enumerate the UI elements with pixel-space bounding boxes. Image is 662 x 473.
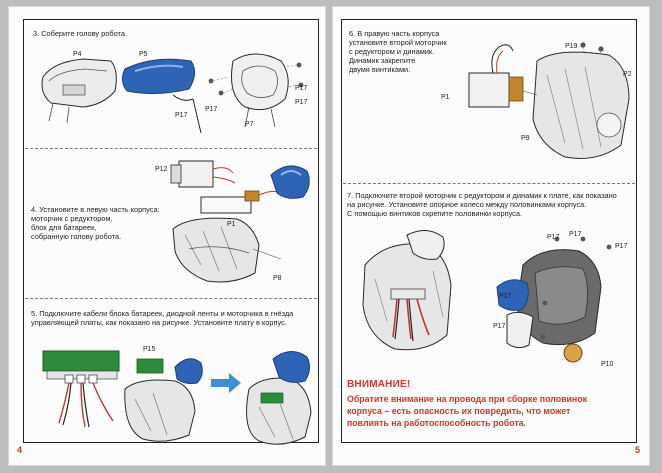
- label-p1: P1: [441, 94, 450, 101]
- left-page-frame: [23, 19, 319, 443]
- label-p17: P17: [295, 85, 308, 92]
- right-page-frame: [341, 19, 637, 443]
- label-p1: P1: [227, 221, 236, 228]
- page-number: 5: [635, 445, 641, 455]
- step7-assembly-illustration: [362, 230, 612, 363]
- step3-head-illustration: [41, 53, 304, 134]
- label-p15: P15: [143, 346, 156, 353]
- label-p12: P12: [155, 166, 168, 173]
- label-p7: P7: [245, 121, 254, 128]
- label-p8: P8: [273, 275, 282, 282]
- label-p17: P17: [493, 323, 506, 330]
- step4-caption: 4. Установите в левую часть корпуса: мот…: [31, 205, 160, 241]
- left-page: 3. Соберите голову робота. P4 P5 P17 P17…: [8, 6, 326, 466]
- step6-body-illustration: [468, 42, 630, 159]
- step-separator: [25, 148, 317, 149]
- page-number: 4: [17, 445, 23, 455]
- label-p10: P10: [601, 361, 614, 368]
- step-separator: [25, 298, 317, 299]
- warning-body: Обратите внимание на провода при сборке …: [347, 394, 588, 428]
- step3-caption: 3. Соберите голову робота.: [33, 29, 127, 38]
- step6-caption: 6. В правую часть корпуса установите вто…: [349, 29, 447, 74]
- label-p17: P17: [499, 293, 512, 300]
- step5-caption: 5. Подключите кабели блока батареек, дио…: [31, 309, 294, 327]
- label-p17: P17: [175, 112, 188, 119]
- label-p19: P19: [565, 43, 578, 50]
- label-p17: P17: [547, 234, 560, 241]
- label-p17: P17: [205, 106, 218, 113]
- label-p2: P2: [623, 71, 632, 78]
- step7-caption: 7. Подключите второй моторчик с редуктор…: [347, 191, 617, 218]
- right-page: 6. В правую часть корпуса установите вто…: [332, 6, 650, 466]
- label-p4: P4: [73, 51, 82, 58]
- label-p17: P17: [615, 243, 628, 250]
- warning-title: ВНИМАНИЕ!: [347, 379, 411, 390]
- label-p5: P5: [139, 51, 148, 58]
- label-p17: P17: [569, 231, 582, 238]
- step4-body-illustration: [170, 160, 310, 283]
- label-p9: P9: [521, 135, 530, 142]
- step5-board-illustration: [42, 350, 312, 445]
- label-p17: P17: [295, 99, 308, 106]
- step-separator: [343, 183, 635, 184]
